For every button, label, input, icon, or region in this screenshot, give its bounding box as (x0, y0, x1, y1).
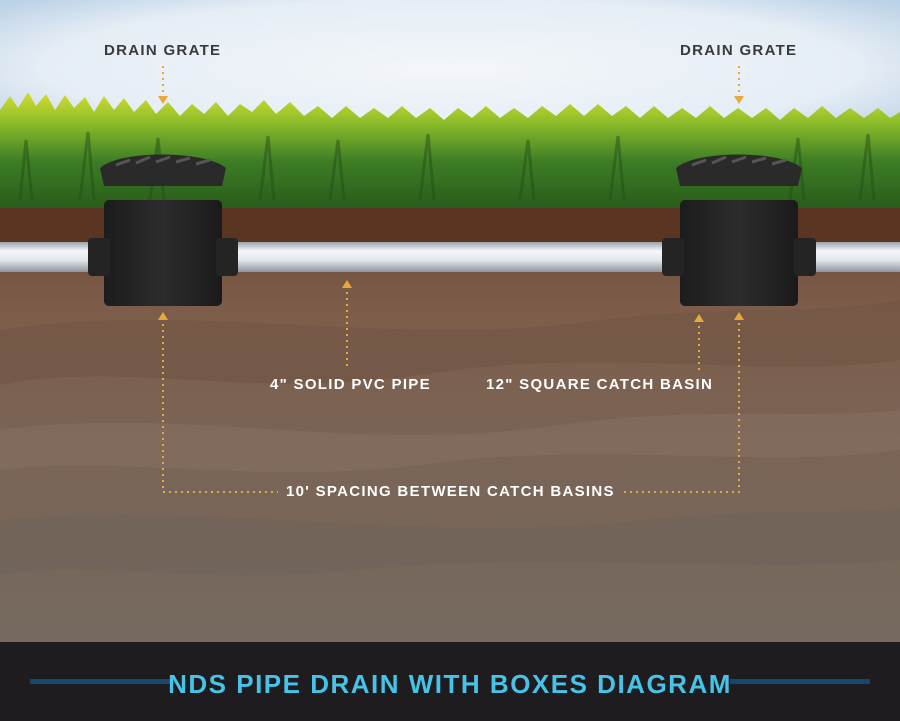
pipe-coupling (794, 238, 816, 276)
arrowhead (734, 312, 744, 320)
leader-spacing (624, 318, 740, 493)
diagram-title: NDS PIPE DRAIN WITH BOXES DIAGRAM (168, 669, 732, 699)
topsoil (0, 200, 900, 246)
soil-band (0, 300, 900, 385)
arrowheads (158, 96, 744, 322)
arrowhead (694, 314, 704, 322)
grate-slots (115, 155, 211, 167)
soil-band (0, 410, 900, 473)
arrowhead (158, 96, 168, 104)
label-drain-grate-left: DRAIN GRATE (104, 42, 222, 59)
basin-body (680, 200, 798, 306)
pipe-coupling (88, 238, 110, 276)
label-pvc-pipe: 4" SOLID PVC PIPE (270, 376, 431, 393)
arrowhead (158, 312, 168, 320)
footer-rule-left (30, 679, 170, 684)
label-catch-basin: 12" SQUARE CATCH BASIN (486, 376, 714, 393)
pipe-coupling (662, 238, 684, 276)
grate-slots (691, 155, 787, 167)
footer-rule-right (730, 679, 870, 684)
label-spacing: 10' SPACING BETWEEN CATCH BASINS (286, 483, 615, 500)
grass-texture (18, 131, 876, 201)
grass (0, 92, 900, 208)
leader-spacing (162, 318, 278, 493)
label-drain-grate-right: DRAIN GRATE (680, 42, 798, 59)
basin-body (104, 200, 222, 306)
pipe-coupling (216, 238, 238, 276)
footer-banner: NDS PIPE DRAIN WITH BOXES DIAGRAM (0, 642, 900, 721)
leader-lines (162, 66, 740, 493)
catch-basin-left (88, 154, 238, 306)
catch-basin-right (662, 154, 816, 306)
soil-band (0, 508, 900, 575)
drain-grate-left (100, 154, 226, 186)
arrowhead (342, 280, 352, 288)
arrowhead (734, 96, 744, 104)
drain-grate-right (676, 154, 802, 186)
